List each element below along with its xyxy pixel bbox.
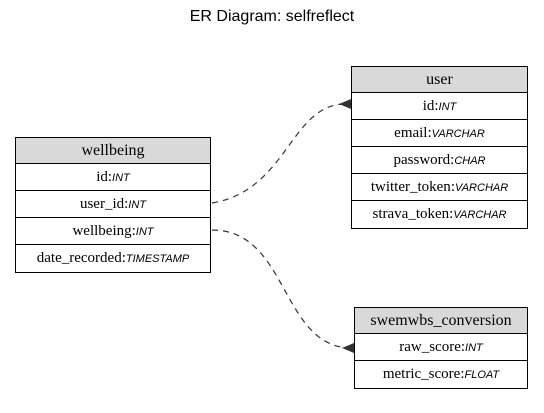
field-type: INT	[128, 199, 147, 211]
field-row: password:CHAR	[352, 147, 527, 174]
edge-wellbeing-wellbeing-to-swemwbs-raw_score	[211, 229, 355, 349]
field-row: date_recorded:TIMESTAMP	[36, 250, 190, 266]
field-type: INT	[438, 101, 457, 113]
entity-user[interactable]: user id:INT email:VARCHAR password:CHAR …	[351, 66, 528, 229]
field-type: VARCHAR	[453, 209, 507, 221]
diagram-title: ER Diagram: selfreflect	[189, 8, 355, 25]
field-name: strava_token	[372, 206, 450, 222]
entity-header: wellbeing	[16, 138, 210, 164]
field-type: INT	[465, 342, 483, 354]
field-name: email	[394, 125, 428, 141]
field-name: user_id	[79, 196, 125, 212]
field-row: wellbeing:INT	[16, 218, 210, 245]
field-row: id:INT	[352, 93, 527, 120]
entity-header: user	[352, 67, 527, 93]
field-row: email:VARCHAR	[352, 120, 527, 147]
field-name: id	[96, 169, 108, 185]
field-row: strava_token:VARCHAR	[372, 206, 507, 222]
field-type: CHAR	[454, 155, 486, 167]
field-type: TIMESTAMP	[125, 253, 190, 265]
field-row: user_id:INT	[16, 191, 210, 218]
entity-header: swemwbs_conversion	[355, 308, 527, 334]
field-type: FLOAT	[464, 369, 500, 381]
field-name: raw_score	[399, 339, 461, 355]
field-type: INT	[135, 226, 154, 238]
entity-wellbeing[interactable]: wellbeing id:INT user_id:INT wellbeing:I…	[15, 137, 211, 273]
field-name: metric_score	[382, 366, 461, 382]
field-name: twitter_token	[370, 179, 451, 195]
edge-wellbeing-user_id-to-user-id	[211, 103, 351, 204]
field-name: password	[393, 152, 451, 168]
field-row: raw_score:INT	[355, 334, 527, 361]
field-name: id	[422, 98, 435, 114]
field-type: VARCHAR	[431, 128, 485, 140]
field-name: wellbeing	[72, 223, 132, 239]
field-type: INT	[112, 172, 130, 184]
field-row: twitter_token:VARCHAR	[352, 174, 527, 201]
field-row: metric_score:FLOAT	[382, 366, 500, 382]
field-name: date_recorded	[36, 250, 122, 266]
field-type: VARCHAR	[454, 182, 509, 194]
edge-arrowhead-swemwbs	[342, 343, 354, 353]
edge-arrowhead-user	[339, 99, 351, 109]
entity-swemwbs-conversion[interactable]: swemwbs_conversion raw_score:INT metric_…	[354, 307, 528, 389]
field-row: id:INT	[16, 164, 210, 191]
